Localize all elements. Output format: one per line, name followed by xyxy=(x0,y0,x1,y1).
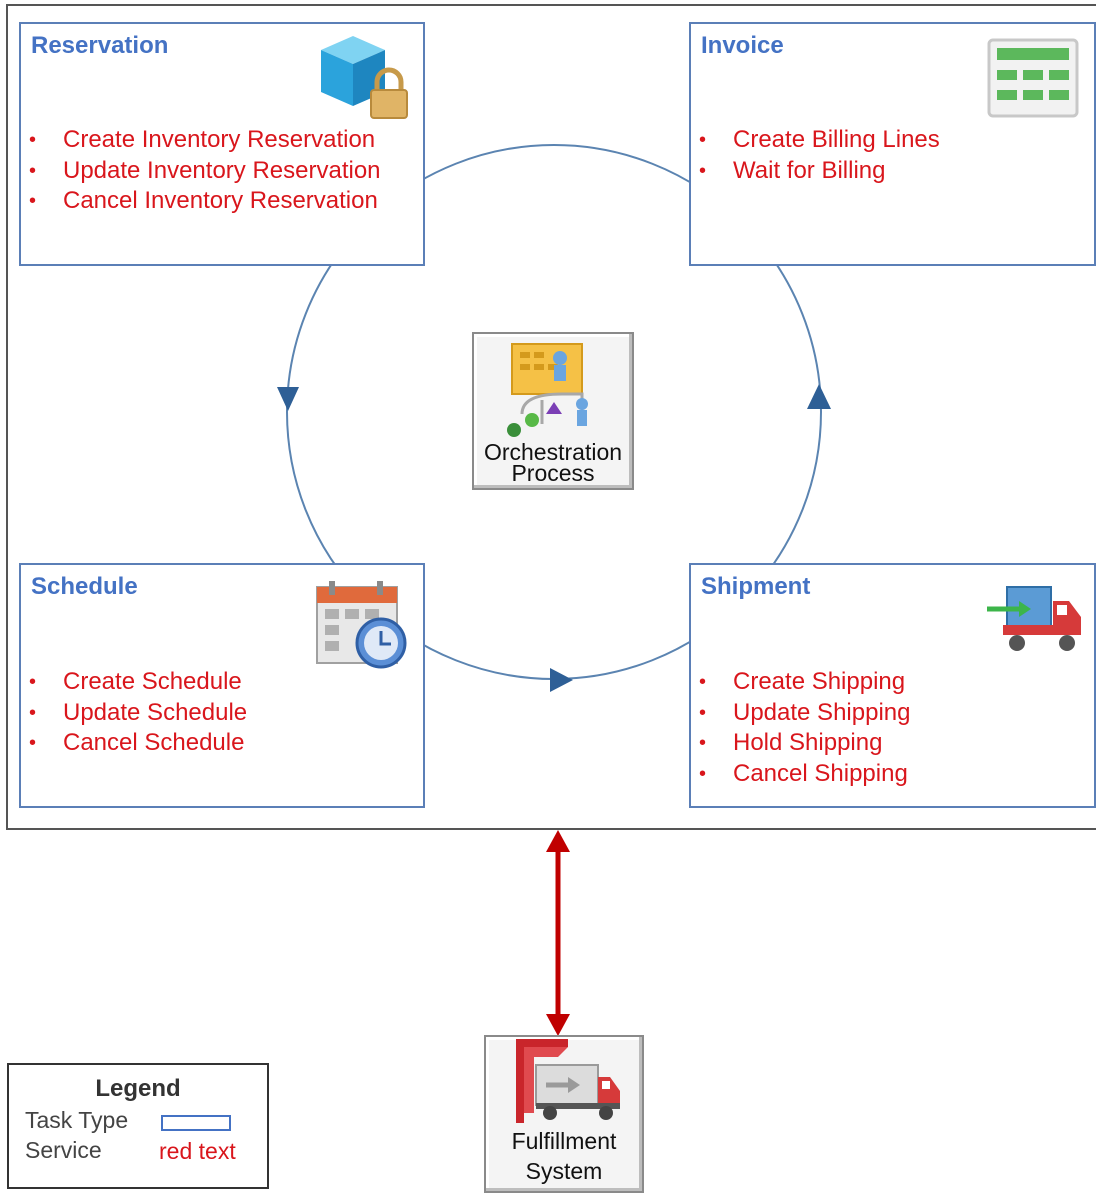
fulfillment-truck-icon xyxy=(510,1037,626,1140)
invoice-title: Invoice xyxy=(701,32,784,59)
service-item: •Create Billing Lines xyxy=(699,126,940,153)
service-item: •Cancel Shipping xyxy=(699,759,908,787)
arrow-right-bottom xyxy=(550,668,573,692)
integration-arrow-up xyxy=(546,830,570,852)
orchestration-process-icon xyxy=(502,340,606,449)
legend-title: Legend xyxy=(95,1075,181,1102)
legend-service-sample: red text xyxy=(159,1138,236,1164)
service-item: •Cancel Schedule xyxy=(29,729,245,757)
integration-arrow-down xyxy=(546,1014,570,1036)
orchestration-frame xyxy=(6,4,1096,830)
schedule-title: Schedule xyxy=(31,573,138,600)
orchestration-label-line2: Process xyxy=(511,460,595,486)
legend-task-type-label: Task Type xyxy=(25,1107,129,1133)
billing-sheet-icon xyxy=(987,38,1079,123)
fulfillment-system-node: Fulfillment System xyxy=(484,1035,644,1193)
orchestration-label-line1: Orchestration xyxy=(483,439,623,465)
service-item: •Create Inventory Reservation xyxy=(29,126,376,153)
inventory-lock-icon xyxy=(317,30,413,127)
fulfillment-label-line1: Fulfillment xyxy=(511,1128,617,1154)
reservation-service-list: •Create Inventory Reservation •Update In… xyxy=(29,125,381,217)
arrow-down-left xyxy=(277,387,299,411)
shipment-task-box: Shipment •Create Shipping •Update Shippi… xyxy=(689,563,1096,808)
arrow-up-right xyxy=(807,384,831,409)
service-item: •Hold Shipping xyxy=(699,729,883,757)
legend: Legend Task Type Service red text xyxy=(7,1063,269,1189)
service-item: •Create Schedule xyxy=(29,668,242,695)
schedule-task-box: Schedule •Create Schedule •Update Schedu… xyxy=(19,563,425,808)
invoice-service-list: •Create Billing Lines •Wait for Billing xyxy=(699,125,940,186)
service-item: •Cancel Inventory Reservation xyxy=(29,187,378,215)
reservation-task-box: Reservation •Create Inventory Reservatio… xyxy=(19,22,425,266)
service-item: •Create Shipping xyxy=(699,668,906,695)
service-item: •Update Inventory Reservation xyxy=(29,156,381,184)
truck-icon xyxy=(985,579,1085,664)
invoice-task-box: Invoice •Create Billing Lines •Wait for … xyxy=(689,22,1096,266)
orchestration-process-node: Orchestration Process xyxy=(472,332,634,490)
shipment-title: Shipment xyxy=(701,573,811,600)
schedule-service-list: •Create Schedule •Update Schedule •Cance… xyxy=(29,667,247,759)
service-item: •Update Shipping xyxy=(699,698,911,726)
service-item: •Wait for Billing xyxy=(699,156,886,184)
fulfillment-label-line2: System xyxy=(525,1158,603,1184)
legend-service-label: Service xyxy=(25,1137,102,1163)
service-item: •Update Schedule xyxy=(29,698,248,726)
legend-task-type-swatch xyxy=(161,1115,231,1131)
shipment-service-list: •Create Shipping •Update Shipping •Hold … xyxy=(699,667,910,789)
reservation-title: Reservation xyxy=(31,32,169,59)
calendar-clock-icon xyxy=(315,579,411,676)
